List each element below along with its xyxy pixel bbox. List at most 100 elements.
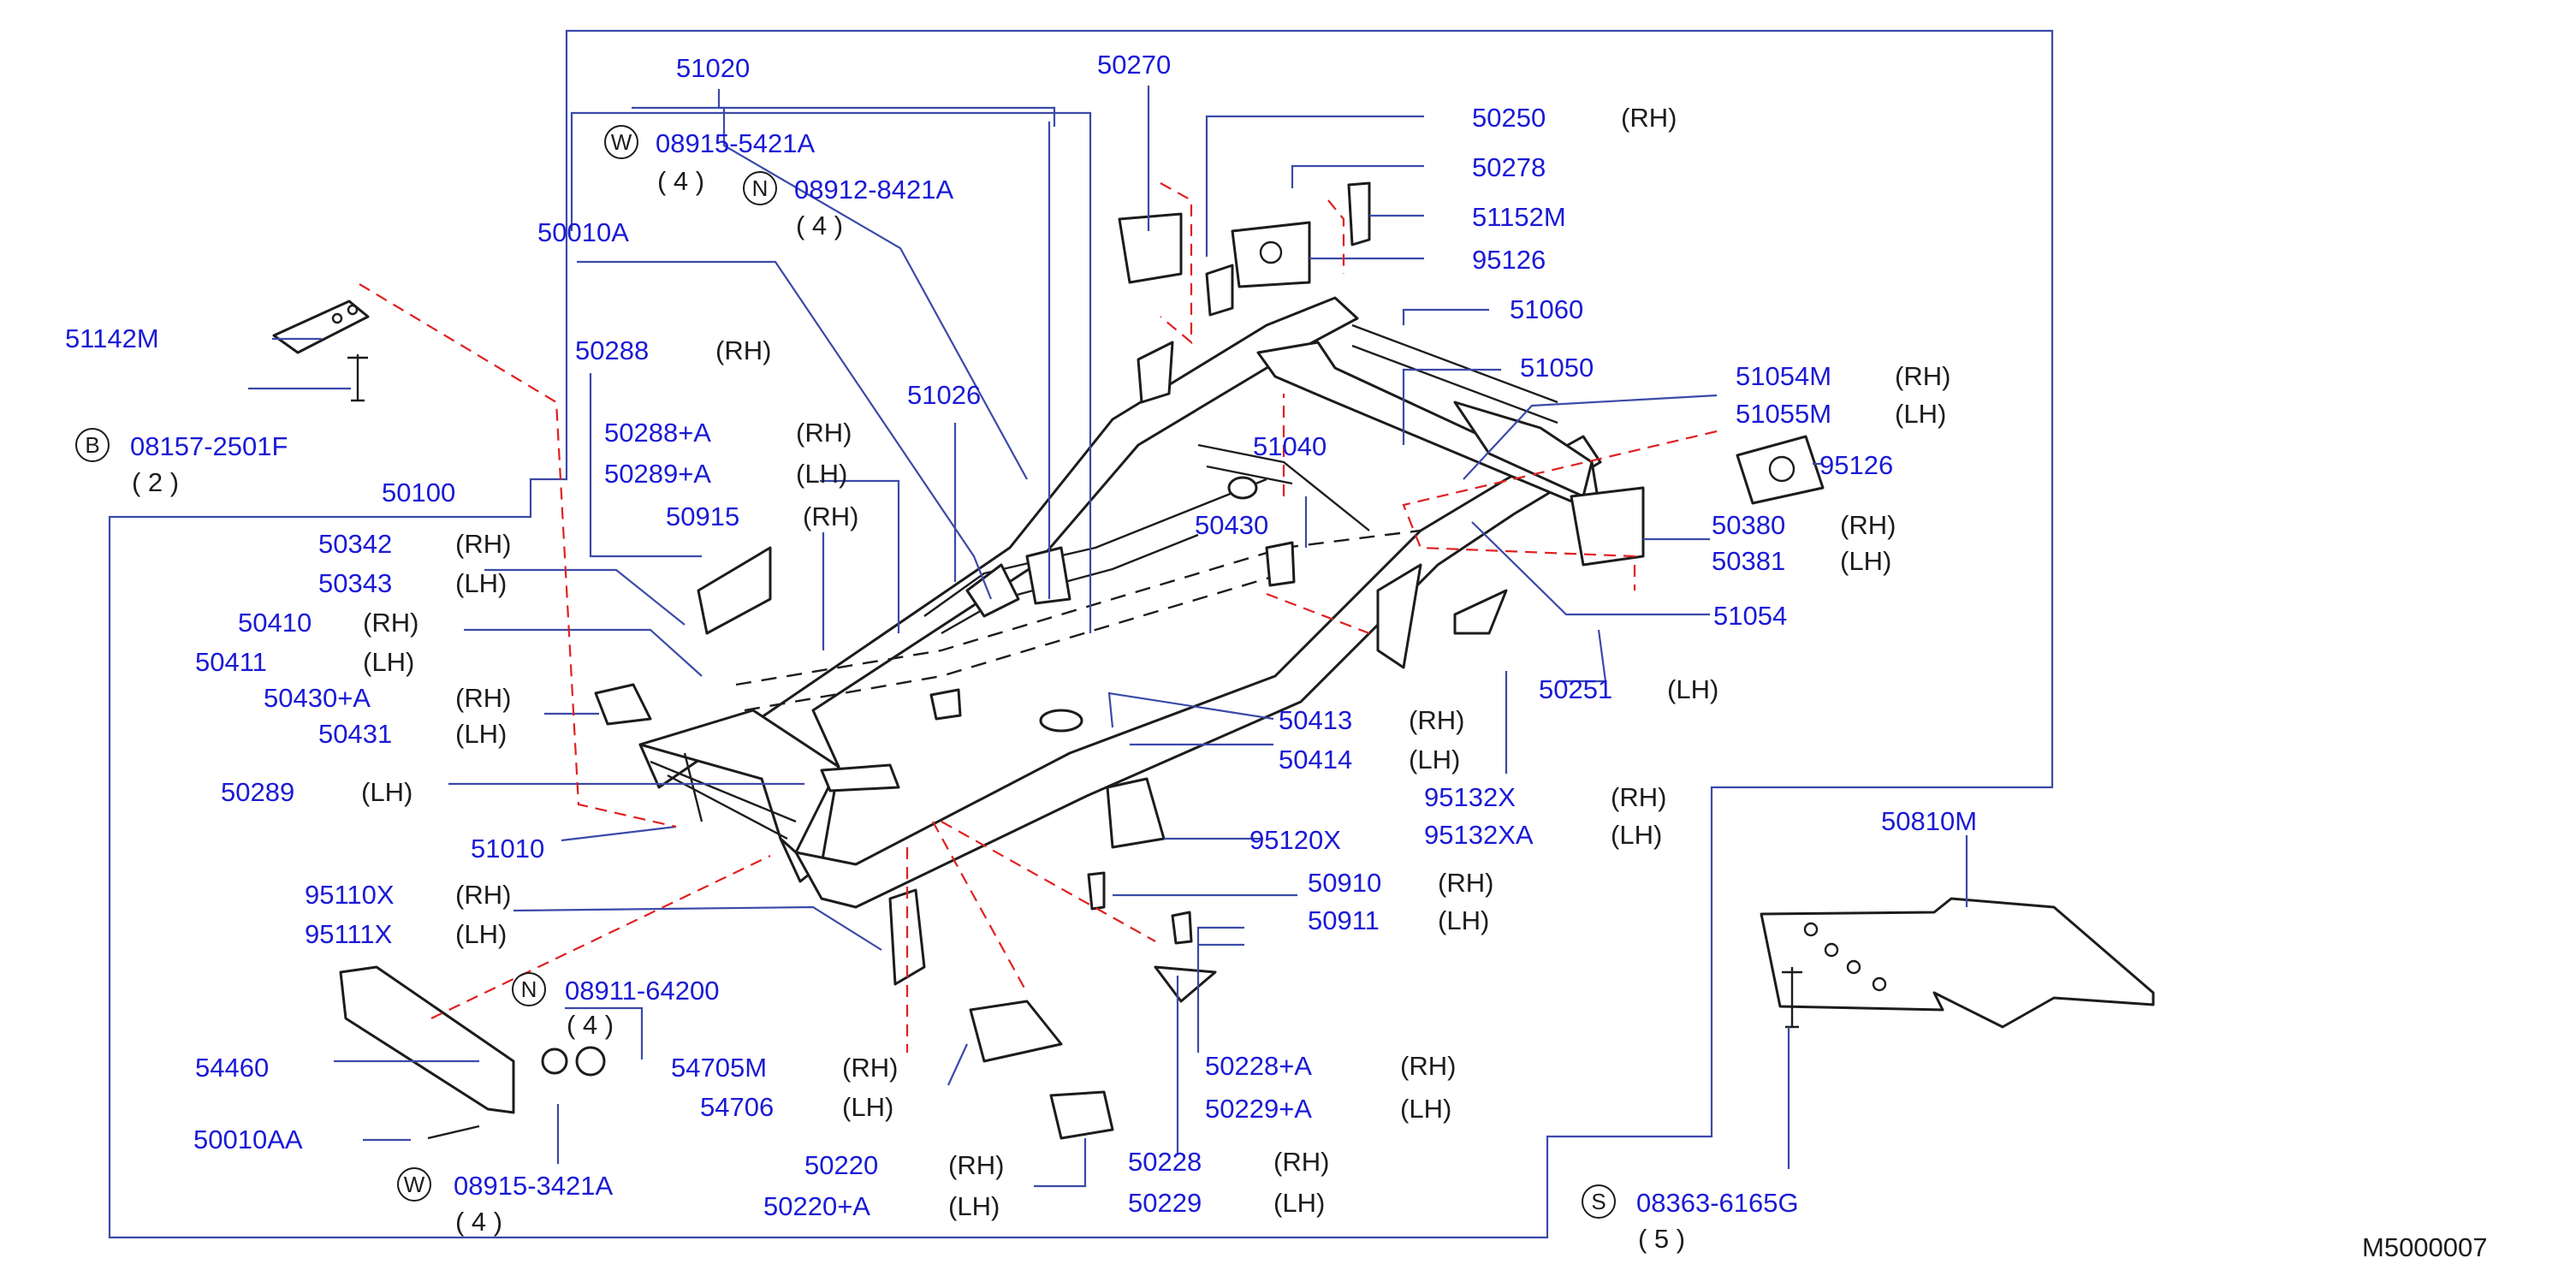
part-number[interactable]: 50228	[1128, 1147, 1202, 1177]
part-number[interactable]: 50343	[318, 568, 393, 598]
part-number[interactable]: 50342	[318, 529, 393, 559]
part-number[interactable]: 54460	[195, 1053, 270, 1083]
part-number[interactable]: 51152M	[1472, 202, 1566, 232]
part-number[interactable]: 50010AA	[193, 1125, 303, 1154]
part-number[interactable]: 08915-3421A	[454, 1171, 614, 1201]
part-number[interactable]: 51054M	[1736, 361, 1832, 391]
part-number[interactable]: 08912-8421A	[794, 175, 954, 205]
frame-body	[638, 296, 1602, 909]
part-number[interactable]: 50250	[1472, 103, 1546, 133]
side-label: (RH)	[1611, 782, 1667, 812]
side-label: (LH)	[1895, 399, 1947, 429]
part-number[interactable]: 50229+A	[1205, 1094, 1312, 1124]
side-label: (LH)	[948, 1191, 1000, 1221]
part-number[interactable]: 50100	[382, 478, 456, 507]
part-number[interactable]: 50410	[238, 608, 312, 638]
part-number[interactable]: 51054	[1713, 601, 1788, 631]
part-number[interactable]: 50381	[1712, 546, 1786, 576]
side-label: (LH)	[455, 568, 507, 598]
side-label: (LH)	[1667, 674, 1719, 704]
side-label: (LH)	[363, 647, 415, 677]
part-number[interactable]: 50288	[575, 335, 650, 365]
part-number[interactable]: 50810M	[1881, 806, 1978, 836]
part-number[interactable]: 50431	[318, 719, 393, 749]
part-number[interactable]: 51055M	[1736, 399, 1832, 429]
part-number[interactable]: 50915	[666, 501, 740, 531]
part-number[interactable]: 08911-64200	[565, 976, 720, 1006]
part-number[interactable]: 50220	[804, 1150, 879, 1180]
quantity: ( 4 )	[657, 166, 705, 196]
part-number[interactable]: 51010	[471, 834, 545, 863]
part-number[interactable]: 54705M	[671, 1053, 768, 1083]
side-label: (LH)	[1273, 1188, 1326, 1218]
part-number[interactable]: 50430+A	[264, 683, 371, 713]
part-number[interactable]: 51040	[1253, 431, 1327, 461]
side-label: (LH)	[842, 1092, 894, 1122]
side-label: (RH)	[715, 335, 772, 365]
part-number[interactable]: 50911	[1308, 905, 1380, 935]
side-label: (LH)	[1611, 820, 1663, 850]
badge-s-icon: S	[1582, 1184, 1616, 1219]
side-label: (LH)	[1409, 745, 1461, 774]
group-outline	[108, 29, 2054, 1239]
side-label: (RH)	[1400, 1051, 1457, 1081]
part-number[interactable]: 51050	[1520, 353, 1594, 383]
location-lines	[359, 182, 1718, 1053]
part-number[interactable]: 51020	[676, 53, 751, 83]
part-number[interactable]: 95132XA	[1424, 820, 1534, 850]
part-number[interactable]: 95110X	[305, 880, 395, 910]
part-number[interactable]: 50430	[1195, 510, 1269, 540]
part-number[interactable]: 95120X	[1249, 825, 1341, 855]
badge-n-icon: N	[743, 171, 777, 205]
diagram-code: M5000007	[2362, 1232, 2488, 1262]
part-number[interactable]: 50270	[1097, 50, 1172, 80]
badge-w-icon: W	[397, 1167, 431, 1202]
side-label: (RH)	[455, 880, 512, 910]
small-parts	[272, 181, 2155, 1140]
badge-b-icon: B	[75, 428, 110, 462]
part-number[interactable]: 50289+A	[604, 459, 711, 489]
part-number[interactable]: 95126	[1819, 450, 1894, 480]
part-number[interactable]: 95132X	[1424, 782, 1516, 812]
part-number[interactable]: 08915-5421A	[656, 128, 816, 158]
part-number[interactable]: 51026	[907, 380, 982, 410]
part-number[interactable]: 95111X	[305, 919, 393, 949]
quantity: ( 4 )	[567, 1010, 614, 1040]
part-number[interactable]: 50010A	[537, 217, 629, 247]
leader-lines	[248, 86, 1968, 1188]
part-number[interactable]: 50910	[1308, 868, 1382, 898]
side-label: (RH)	[948, 1150, 1005, 1180]
side-label: (RH)	[1409, 705, 1465, 735]
side-label: (RH)	[1621, 103, 1677, 133]
part-number[interactable]: 08157-2501F	[130, 431, 288, 461]
side-label: (RH)	[803, 501, 859, 531]
side-label: (RH)	[842, 1053, 899, 1083]
part-number[interactable]: 50251	[1539, 674, 1613, 704]
side-label: (RH)	[1273, 1147, 1330, 1177]
side-label: (RH)	[363, 608, 419, 638]
side-label: (LH)	[1840, 546, 1892, 576]
part-number[interactable]: 50411	[195, 647, 267, 677]
part-number[interactable]: 50289	[221, 777, 295, 807]
part-number[interactable]: 50414	[1279, 745, 1353, 774]
quantity: ( 4 )	[796, 211, 844, 240]
side-label: (LH)	[1400, 1094, 1452, 1124]
side-label: (RH)	[1840, 510, 1896, 540]
part-number[interactable]: 51060	[1510, 294, 1584, 324]
part-number[interactable]: 50220+A	[763, 1191, 870, 1221]
part-number[interactable]: 50413	[1279, 705, 1353, 735]
side-label: (LH)	[361, 777, 413, 807]
part-number[interactable]: 95126	[1472, 245, 1546, 275]
part-number[interactable]: 50380	[1712, 510, 1786, 540]
part-number[interactable]: 54706	[700, 1092, 775, 1122]
part-number[interactable]: 50278	[1472, 152, 1546, 182]
part-number[interactable]: 08363-6165G	[1636, 1188, 1799, 1218]
part-number[interactable]: 51142M	[65, 323, 159, 353]
side-label: (RH)	[1895, 361, 1951, 391]
part-number[interactable]: 50228+A	[1205, 1051, 1312, 1081]
part-number[interactable]: 50229	[1128, 1188, 1202, 1218]
part-number[interactable]: 50288+A	[604, 418, 711, 448]
side-label: (LH)	[1438, 905, 1490, 935]
quantity: ( 2 )	[132, 467, 180, 497]
